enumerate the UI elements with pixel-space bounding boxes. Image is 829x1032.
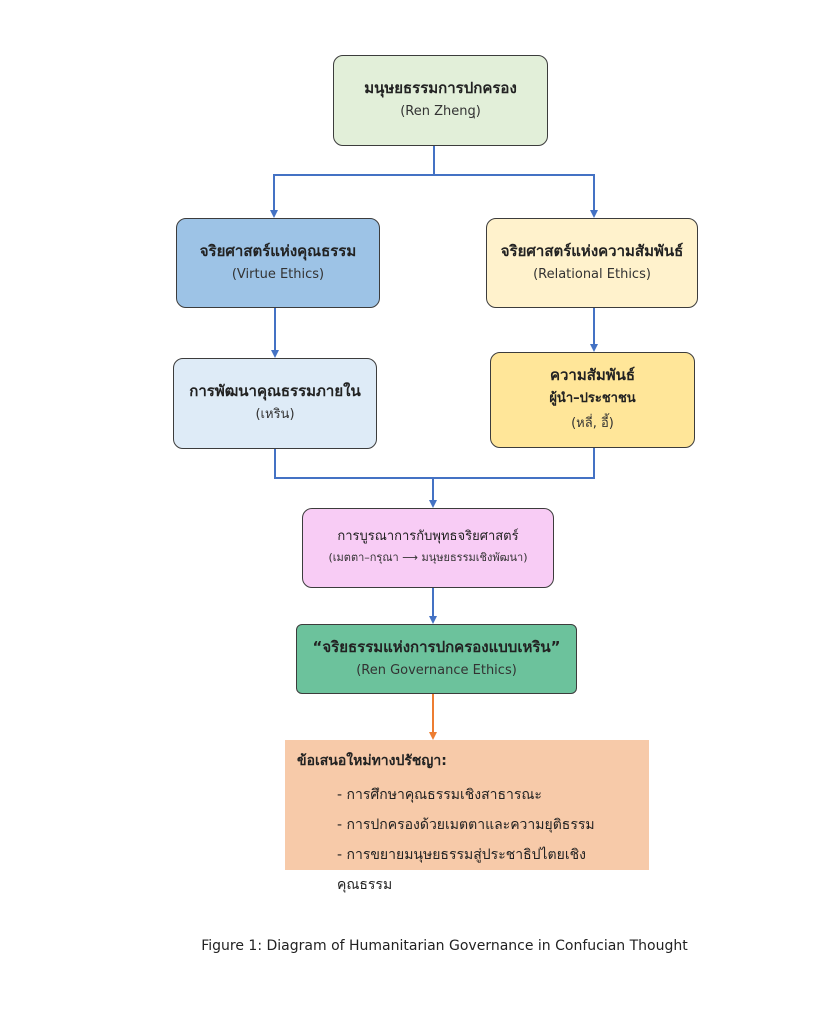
node-leader-people-title: ความสัมพันธ์ <box>549 366 636 385</box>
node-ren-governance-title: “จริยธรรมแห่งการปกครองแบบเหริน” <box>312 637 561 656</box>
node-buddhist-integration-subtitle: (เมตตา–กรุณา ⟶ มนุษยธรรมเชิงพัฒนา) <box>328 550 528 564</box>
node-leader-people-line3: (หลี่, อี้) <box>571 416 614 431</box>
node-ren-zheng-subtitle: (Ren Zhengุ) <box>400 104 481 120</box>
proposal-item: - การขยายมนุษยธรรมสู่ประชาธิปไตยเชิงคุณธ… <box>337 847 586 893</box>
node-inner-virtue: การพัฒนาคุณธรรมภายใน (เหริน) <box>173 358 377 449</box>
arrow-merge-to-buddhist <box>274 448 595 504</box>
node-buddhist-integration-title: การบูรณาการกับพุทธจริยศาสตร์ <box>337 529 519 545</box>
node-relational-ethics-title: จริยศาสตร์แห่งความสัมพันธ์ <box>500 241 684 260</box>
node-buddhist-integration: การบูรณาการกับพุทธจริยศาสตร์ (เมตตา–กรุณ… <box>302 508 554 588</box>
proposal-item: - การศึกษาคุณธรรมเชิงสาธารณะ <box>337 787 542 803</box>
node-inner-virtue-subtitle: (เหริน) <box>255 407 295 423</box>
node-inner-virtue-title: การพัฒนาคุณธรรมภายใน <box>189 382 361 401</box>
proposal-item: - การปกครองด้วยเมตตาและความยุติธรรม <box>337 817 595 833</box>
arrow-top-to-relational <box>434 174 598 218</box>
node-leader-people: ความสัมพันธ์ ผู้นำ–ประชาชน (หลี่, อี้) <box>490 352 695 448</box>
node-ren-governance: “จริยธรรมแห่งการปกครองแบบเหริน” (Ren Gov… <box>296 624 577 694</box>
node-virtue-ethics: จริยศาสตร์แห่งคุณธรรม (Virtue Ethics) <box>176 218 380 308</box>
node-relational-ethics: จริยศาสตร์แห่งความสัมพันธ์ (Relational E… <box>486 218 698 308</box>
node-ren-governance-subtitle: (Ren Governance Ethics) <box>356 662 517 678</box>
proposal-title: ข้อเสนอใหม่ทางปรัชญา: <box>297 753 447 769</box>
figure-caption: Figure 1: Diagram of Humanitarian Govern… <box>201 938 688 954</box>
node-leader-people-line2: ผู้นำ–ประชาชน <box>549 391 636 407</box>
node-ren-zheng: มนุษยธรรมการปกครอง (Ren Zhengุ) <box>333 55 548 146</box>
node-relational-ethics-subtitle: (Relational Ethics) <box>533 266 651 282</box>
node-virtue-ethics-subtitle: (Virtue Ethics) <box>231 266 325 282</box>
arrow-top-to-virtue <box>270 146 435 218</box>
proposal-box: ข้อเสนอใหม่ทางปรัชญา: - การศึกษาคุณธรรมเ… <box>285 740 649 893</box>
node-ren-zheng-title: มนุษยธรรมการปกครอง <box>364 79 517 98</box>
node-virtue-ethics-title: จริยศาสตร์แห่งคุณธรรม <box>199 241 357 260</box>
